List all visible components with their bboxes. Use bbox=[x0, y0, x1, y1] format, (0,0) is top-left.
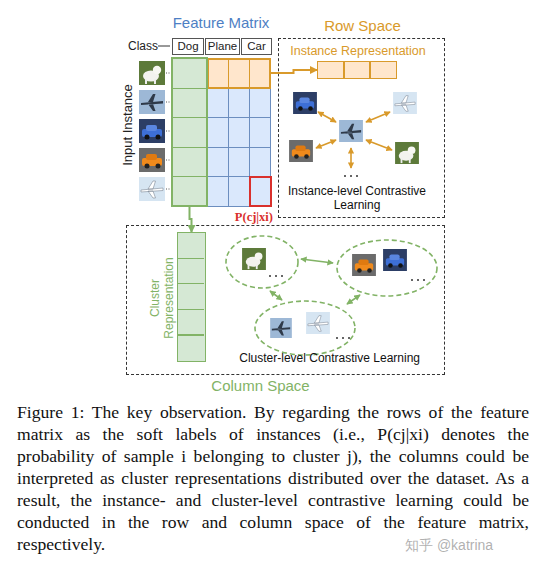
matrix-cell bbox=[249, 147, 271, 178]
anchor-thumbnail bbox=[339, 120, 363, 142]
matrix-cell bbox=[172, 58, 208, 89]
axis-label: Class bbox=[128, 39, 158, 53]
plane-thumbnail bbox=[139, 90, 165, 114]
connector-arrow bbox=[190, 206, 192, 232]
dog-thumbnail bbox=[139, 61, 165, 85]
matrix-cell bbox=[207, 88, 229, 119]
class-name: Plane bbox=[206, 39, 239, 54]
plane-thumbnail bbox=[306, 312, 330, 334]
plane-thumbnail bbox=[393, 92, 417, 114]
cluster-vector: Cluster Representation bbox=[177, 232, 206, 362]
matrix-cell bbox=[207, 176, 229, 207]
probability-cell: P(cj|xi) bbox=[249, 176, 272, 207]
car-thumbnail bbox=[289, 140, 313, 162]
space-title: Column Space bbox=[101, 377, 420, 395]
ellipsis-dots bbox=[344, 175, 358, 177]
matrix-cell bbox=[172, 88, 208, 119]
vector-divider bbox=[178, 334, 204, 335]
probability-label: P(cj|xi) bbox=[235, 210, 273, 224]
car-thumbnail bbox=[293, 92, 317, 114]
matrix-cell bbox=[228, 88, 250, 119]
vector-divider bbox=[178, 309, 204, 310]
contrast-arrows bbox=[270, 259, 360, 304]
connector-arrow bbox=[270, 70, 317, 73]
matrix-cell bbox=[228, 147, 250, 178]
matrix-cell bbox=[172, 147, 208, 178]
vector-divider bbox=[343, 61, 345, 79]
class-name: Car bbox=[242, 39, 271, 54]
class-header: Plane bbox=[205, 38, 240, 55]
column-highlight bbox=[171, 57, 208, 207]
instance-vector: Instance Representation bbox=[317, 61, 397, 79]
class-header: Dog bbox=[172, 38, 204, 55]
space-title: Row Space bbox=[279, 17, 446, 35]
vector-divider bbox=[369, 61, 371, 79]
axis-label: Input Instance bbox=[120, 60, 136, 190]
car-thumbnail bbox=[383, 249, 407, 271]
vector-divider bbox=[178, 258, 204, 259]
car-thumbnail bbox=[139, 148, 165, 172]
column-space-box: Cluster-level Contrastive LearningColumn… bbox=[126, 225, 445, 375]
plane-thumbnail bbox=[270, 318, 292, 338]
car-thumbnail bbox=[139, 119, 165, 143]
matrix-cell bbox=[249, 117, 271, 148]
matrix-cell bbox=[228, 58, 250, 89]
plane-thumbnail bbox=[139, 177, 165, 201]
matrix-cell bbox=[172, 117, 208, 148]
watermark: 知乎 @katrina bbox=[405, 537, 493, 553]
panel-title: Feature Matrix bbox=[161, 14, 281, 32]
matrix-cell bbox=[249, 88, 271, 119]
vector-divider bbox=[178, 283, 204, 284]
matrix-cell bbox=[228, 117, 250, 148]
dog-thumbnail bbox=[242, 248, 266, 270]
matrix-cell bbox=[207, 117, 229, 148]
cluster-ellipse bbox=[226, 236, 437, 355]
ellipsis-dots bbox=[269, 275, 425, 339]
matrix-cell bbox=[207, 147, 229, 178]
feature-matrix: Feature MatrixP(cj|xi) bbox=[172, 58, 270, 206]
method-label: Instance-level Contrastive Learning bbox=[287, 184, 427, 212]
contrast-arrows bbox=[316, 112, 392, 168]
class-header: Car bbox=[241, 38, 272, 55]
row-highlight bbox=[207, 58, 271, 89]
vector-title: Instance Representation bbox=[276, 44, 440, 59]
class-dash bbox=[158, 46, 170, 47]
class-name: Dog bbox=[173, 39, 203, 54]
vector-title: Cluster Representation bbox=[148, 248, 176, 348]
matrix-cell bbox=[228, 176, 250, 207]
matrix-cell bbox=[249, 58, 271, 89]
row-space-box: Row SpaceInstance-level Contrastive Lear… bbox=[278, 38, 445, 218]
method-label: Cluster-level Contrastive Learning bbox=[239, 351, 420, 365]
car-thumbnail bbox=[352, 254, 376, 276]
figure-caption: Figure 1: The key observation. By regard… bbox=[17, 401, 529, 555]
matrix-cell bbox=[207, 58, 229, 89]
matrix-cell bbox=[172, 176, 208, 207]
dog-thumbnail bbox=[395, 142, 419, 164]
